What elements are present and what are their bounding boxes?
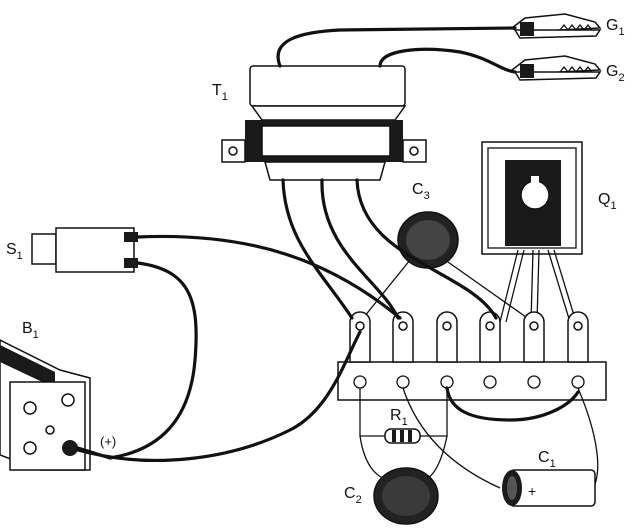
solder-lug-5 xyxy=(523,311,545,363)
label-b1: B1 xyxy=(22,320,39,341)
svg-text:G1: G1 xyxy=(606,17,625,38)
label-c2: C2 xyxy=(344,485,362,506)
svg-text:G2: G2 xyxy=(606,63,625,84)
svg-text:Q1: Q1 xyxy=(598,191,617,212)
label-cap-plus: + xyxy=(528,483,536,499)
svg-text:R1: R1 xyxy=(390,407,408,428)
svg-text:C1: C1 xyxy=(538,449,556,470)
alligator-clip-g1 xyxy=(510,13,602,39)
solder-lug-3 xyxy=(436,311,458,363)
svg-text:T1: T1 xyxy=(212,82,228,103)
label-c1: C1 xyxy=(538,449,556,470)
capacitor-c2 xyxy=(359,435,448,525)
svg-text:C3: C3 xyxy=(412,181,430,202)
alligator-clip-g2 xyxy=(510,55,602,81)
label-g1: G1 xyxy=(606,17,625,38)
capacitor-c1 xyxy=(402,387,599,507)
wiring xyxy=(76,26,580,462)
solder-lug-6 xyxy=(567,311,589,363)
transistor-q1 xyxy=(481,141,583,323)
switch-s1 xyxy=(31,227,138,273)
label-g2: G2 xyxy=(606,63,625,84)
solder-lug-4 xyxy=(479,311,501,363)
resistor-r1 xyxy=(359,388,448,444)
label-c3: C3 xyxy=(412,181,430,202)
battery-holder-b1 xyxy=(0,339,91,471)
label-q1: Q1 xyxy=(598,191,617,212)
solder-lug-1 xyxy=(349,311,371,363)
label-s1: S1 xyxy=(6,241,23,262)
svg-text:S1: S1 xyxy=(6,241,23,262)
solder-lug-2 xyxy=(392,311,414,363)
terminal-strip xyxy=(337,311,607,401)
svg-text:C2: C2 xyxy=(344,485,362,506)
label-r1: R1 xyxy=(390,407,408,428)
label-polarity: (+) xyxy=(100,434,116,449)
svg-text:B1: B1 xyxy=(22,320,39,341)
label-t1: T1 xyxy=(212,82,228,103)
transformer-t1 xyxy=(221,65,427,181)
